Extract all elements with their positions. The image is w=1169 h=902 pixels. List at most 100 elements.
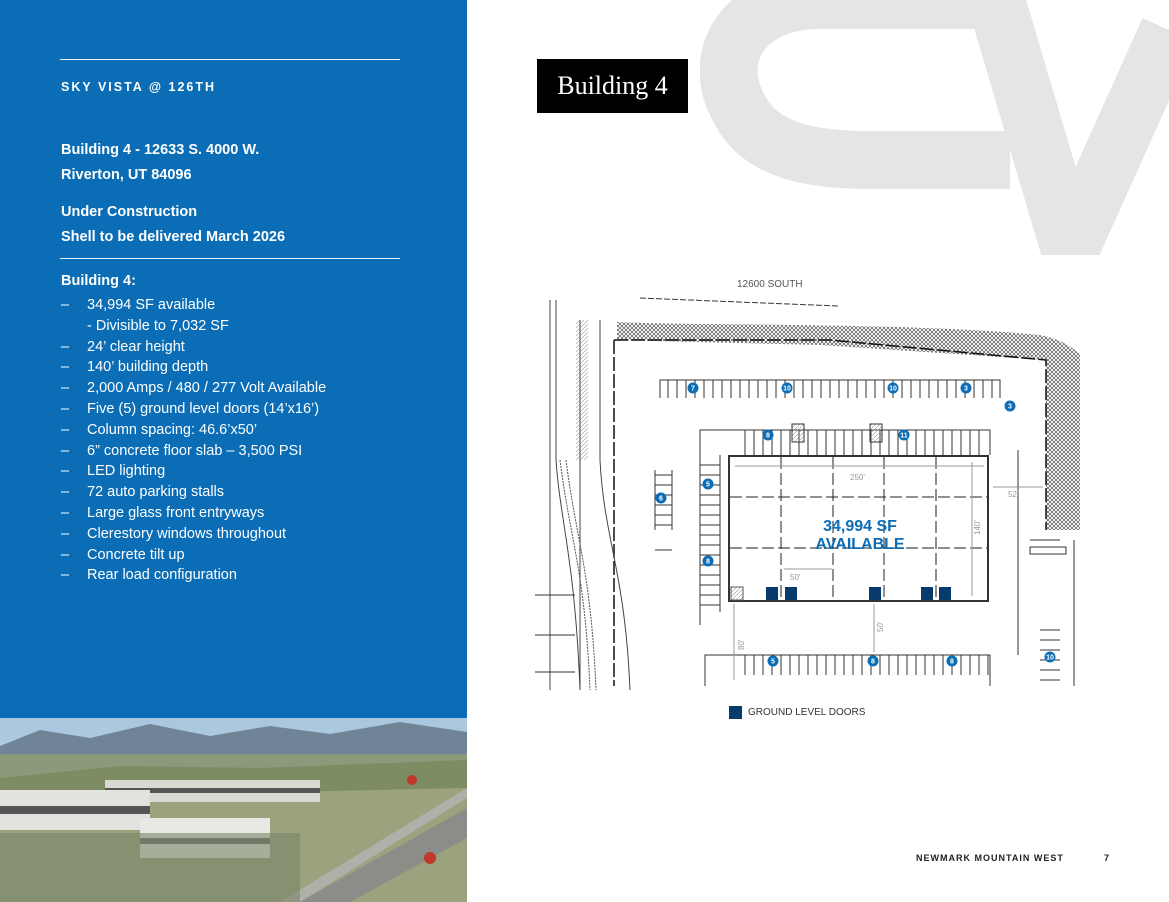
parking-count-badge: 3 bbox=[1004, 400, 1016, 412]
page-title: Building 4 bbox=[537, 59, 688, 113]
address-line2: Riverton, UT 84096 bbox=[61, 167, 192, 183]
spec-text: Column spacing: 46.6’x50’ bbox=[87, 421, 258, 438]
parking-count-badge: 3 bbox=[960, 382, 972, 394]
status-line1: Under Construction bbox=[61, 204, 198, 220]
ground-level-door bbox=[766, 587, 778, 600]
dim-bay: 50' bbox=[790, 573, 801, 582]
bullet-dash: – bbox=[61, 421, 70, 438]
svg-text:8: 8 bbox=[706, 559, 710, 566]
svg-text:8: 8 bbox=[766, 433, 770, 440]
svg-text:6: 6 bbox=[659, 496, 663, 503]
spec-text: 2,000 Amps / 480 / 277 Volt Available bbox=[87, 380, 327, 397]
parking-count-badge: 7 bbox=[687, 382, 699, 394]
spec-item: –140’ building depth bbox=[61, 357, 326, 378]
spec-item: –2,000 Amps / 480 / 277 Volt Available bbox=[61, 378, 326, 399]
bullet-dash: – bbox=[61, 359, 70, 376]
spec-text: 140’ building depth bbox=[87, 359, 209, 376]
spec-text: 24’ clear height bbox=[87, 338, 185, 355]
svg-text:3: 3 bbox=[964, 386, 968, 393]
bullet-dash: – bbox=[61, 380, 70, 397]
address-line1: Building 4 - 12633 S. 4000 W. bbox=[61, 142, 260, 158]
legend: GROUND LEVEL DOORS bbox=[729, 706, 865, 719]
spec-item: –24’ clear height bbox=[61, 337, 326, 358]
ground-level-door bbox=[939, 587, 951, 600]
bullet-dash: – bbox=[61, 463, 70, 480]
parking-count-badge: 10 bbox=[781, 382, 793, 394]
parking-count-badge: 10 bbox=[887, 382, 899, 394]
svg-text:11: 11 bbox=[900, 433, 908, 440]
parking-count-badge: 8 bbox=[762, 429, 774, 441]
spec-item: –Large glass front entryways bbox=[61, 503, 326, 524]
spec-text: LED lighting bbox=[87, 463, 166, 480]
dim-truck: 50' bbox=[876, 621, 885, 632]
spec-text: - Divisible to 7,032 SF bbox=[87, 317, 229, 334]
dim-drive: 80' bbox=[737, 639, 746, 650]
info-panel: SKY VISTA @ 126TH Building 4 - 12633 S. … bbox=[0, 0, 467, 718]
svg-text:7: 7 bbox=[691, 386, 695, 393]
svg-text:5: 5 bbox=[706, 482, 710, 489]
bullet-dash: – bbox=[61, 400, 70, 417]
spec-text: Five (5) ground level doors (14’x16’) bbox=[87, 400, 320, 417]
spec-item: –Five (5) ground level doors (14’x16’) bbox=[61, 399, 326, 420]
specs-list: – 34,994 SF available - Divisible to 7,032… bbox=[61, 295, 326, 586]
legend-swatch bbox=[729, 706, 742, 719]
spec-item: – 34,994 SF available bbox=[61, 295, 326, 316]
svg-text:8: 8 bbox=[950, 659, 954, 666]
bullet-dash: – bbox=[61, 338, 70, 355]
spec-text: Large glass front entryways bbox=[87, 504, 265, 521]
bullet-dash: – bbox=[61, 442, 70, 459]
bullet-dash: – bbox=[61, 504, 70, 521]
spec-text: 6” concrete floor slab – 3,500 PSI bbox=[87, 442, 303, 459]
parking-count-badge: 5 bbox=[767, 655, 779, 667]
ground-level-door bbox=[921, 587, 933, 600]
parking-count-badge: 8 bbox=[867, 655, 879, 667]
dim-side: 52' bbox=[1008, 490, 1019, 499]
svg-text:10: 10 bbox=[889, 386, 897, 393]
project-name: SKY VISTA @ 126TH bbox=[61, 80, 217, 94]
divider bbox=[60, 59, 400, 60]
svg-text:3: 3 bbox=[1008, 404, 1012, 411]
bullet-dash: – bbox=[61, 546, 70, 563]
spec-text: 34,994 SF available bbox=[87, 297, 216, 313]
svg-text:10: 10 bbox=[783, 386, 791, 393]
available-sf: 34,994 SF bbox=[823, 518, 897, 535]
ground-level-door bbox=[869, 587, 881, 600]
cv-logo-watermark bbox=[700, 0, 1169, 255]
specs-title: Building 4: bbox=[61, 273, 136, 289]
site-plan: 12600 SOUTH 250' 140' 52' 50' 50' 80' 34… bbox=[535, 279, 1080, 690]
dim-depth: 140' bbox=[973, 520, 982, 535]
svg-text:8: 8 bbox=[871, 659, 875, 666]
street-label: 12600 SOUTH bbox=[737, 279, 803, 290]
bullet-dash: – bbox=[61, 484, 70, 501]
parking-count-badge: 8 bbox=[702, 555, 714, 567]
spec-text: Rear load configuration bbox=[87, 567, 237, 584]
available-label: AVAILABLE bbox=[815, 536, 905, 553]
status-line2: Shell to be delivered March 2026 bbox=[61, 229, 286, 245]
parking-count-badge: 10 bbox=[1044, 651, 1056, 663]
parking-count-badge: 11 bbox=[898, 429, 910, 441]
spec-item: –Column spacing: 46.6’x50’ bbox=[61, 420, 326, 441]
bullet-dash: – bbox=[61, 567, 70, 584]
spec-item: –6” concrete floor slab – 3,500 PSI bbox=[61, 441, 326, 462]
parking-count-badge: 5 bbox=[702, 478, 714, 490]
dim-width: 250' bbox=[850, 473, 865, 482]
bullet-dash: – bbox=[61, 525, 70, 542]
spec-item: –Clerestory windows throughout bbox=[61, 524, 326, 545]
spec-text: Concrete tilt up bbox=[87, 546, 185, 563]
divider bbox=[60, 258, 400, 259]
spec-text: Clerestory windows throughout bbox=[87, 525, 287, 542]
svg-text:10: 10 bbox=[1046, 655, 1054, 662]
spec-item: –LED lighting bbox=[61, 461, 326, 482]
page-number: 7 bbox=[1104, 853, 1110, 863]
spec-item: –72 auto parking stalls bbox=[61, 482, 326, 503]
bullet-dash: – bbox=[61, 297, 70, 313]
aerial-photo bbox=[0, 718, 467, 902]
ground-level-door bbox=[785, 587, 797, 600]
footer-brand: NEWMARK MOUNTAIN WEST bbox=[916, 853, 1064, 863]
spec-item: –Concrete tilt up bbox=[61, 545, 326, 566]
spec-item: –Rear load configuration bbox=[61, 565, 326, 586]
parking-count-badge: 8 bbox=[946, 655, 958, 667]
parking-count-badge: 6 bbox=[655, 492, 667, 504]
svg-text:5: 5 bbox=[771, 659, 775, 666]
spec-item: - Divisible to 7,032 SF bbox=[61, 316, 326, 337]
